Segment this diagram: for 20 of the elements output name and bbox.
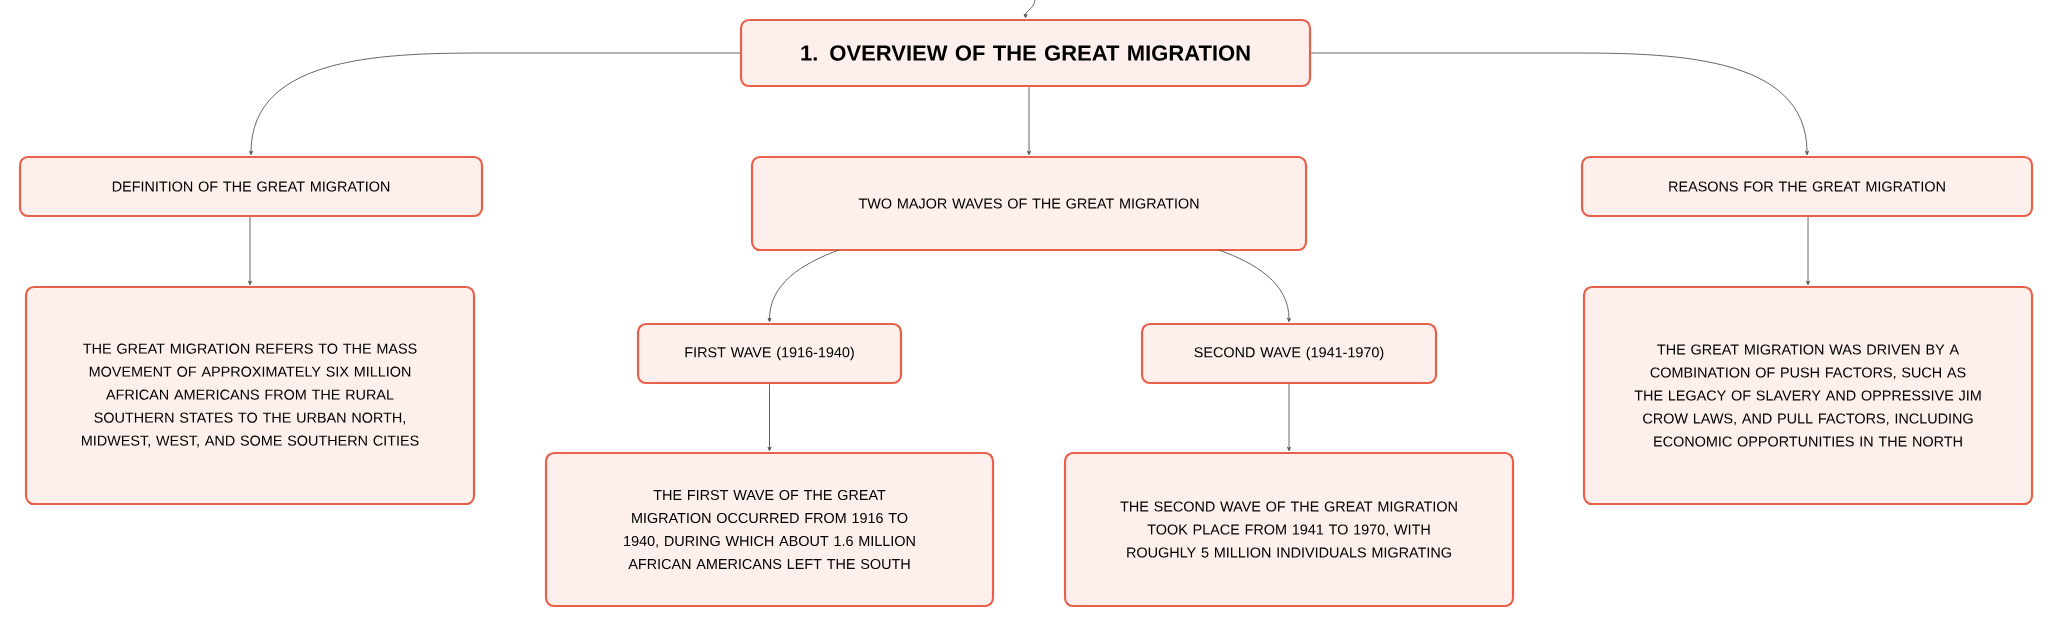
connector — [767, 249, 840, 323]
connector — [1287, 383, 1291, 452]
topic-box: 1. OVERVIEW OF THE GREAT MIGRATION — [739, 18, 1312, 88]
connector — [248, 216, 252, 286]
text-box: THE GREAT MIGRATION REFERS TO THE MASS MOVEMENT OF APPROXIMATELY SIX MILLION AFRICAN AMERICANS FROM THE RURAL SOUTHERN STATES TO THE URBAN NORTH, MIDWEST, WEST, AND SOME SOUTHERN CITIES — [24, 285, 476, 506]
text-box: THE SECOND WAVE OF THE GREAT MIGRATION TOOK PLACE FROM 1941 TO 1970, WITH ROUGHLY 5 MILLION INDIVIDUALS MIGRATING — [1063, 451, 1515, 608]
text-box: THE GREAT MIGRATION WAS DRIVEN BY A COMBINATION OF PUSH FACTORS, SUCH AS THE LEGACY OF SLAVERY AND OPPRESSIVE JIM CROW LAWS, AND PULL FACTORS, INCLUDING ECONOMIC OPPORTUNITIES IN THE NORTH — [1582, 285, 2034, 506]
connector — [767, 383, 772, 452]
connector — [1218, 249, 1291, 323]
connector — [1023, 0, 1036, 19]
connector — [1027, 86, 1031, 156]
connector — [249, 52, 741, 156]
topic-box: REASONS FOR THE GREAT MIGRATION — [1580, 155, 2034, 218]
connector — [1310, 52, 1809, 156]
topic-box: DEFINITION OF THE GREAT MIGRATION — [18, 155, 484, 218]
text-box: THE FIRST WAVE OF THE GREAT MIGRATION OCCURRED FROM 1916 TO 1940, DURING WHICH ABOUT 1.6 MILLION AFRICAN AMERICANS LEFT THE SOUTH — [544, 451, 995, 608]
topic-box: SECOND WAVE (1941-1970) — [1140, 322, 1438, 385]
topic-box: TWO MAJOR WAVES OF THE GREAT MIGRATION — [750, 155, 1308, 252]
topic-box: FIRST WAVE (1916-1940) — [636, 322, 903, 385]
connector — [1806, 216, 1810, 286]
